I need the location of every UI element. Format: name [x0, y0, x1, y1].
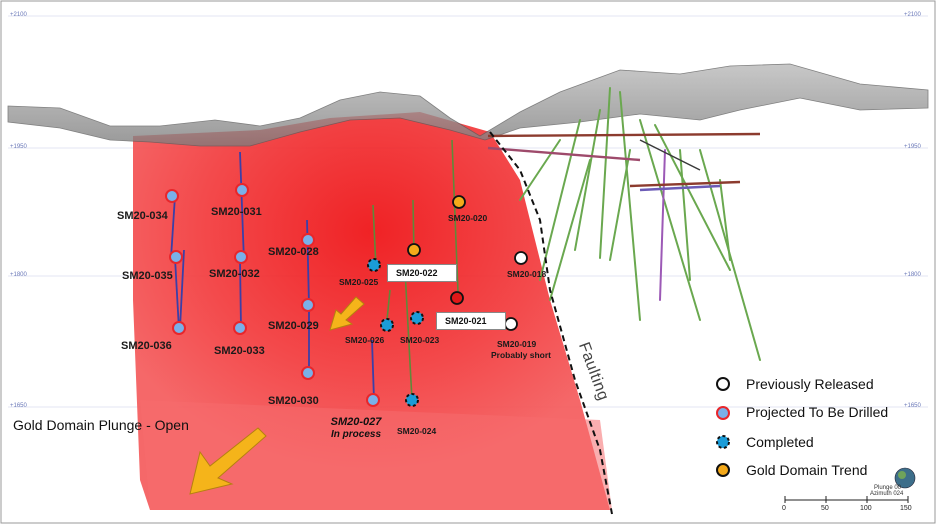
hole-label-sm20-032: SM20-032: [209, 268, 260, 280]
elevation-label: +1650: [10, 403, 27, 409]
marker-sm20-028: [301, 233, 315, 247]
hole-label-sm20-019: SM20-019: [497, 339, 537, 349]
legend-gold-marker: [716, 463, 730, 477]
hole-label-sm20-035: SM20-035: [122, 270, 173, 282]
hole-label-sm20-028: SM20-028: [268, 246, 319, 258]
horizontal-drillholes: [487, 132, 761, 192]
legend-markers: [716, 377, 730, 477]
marker-sm20-029: [301, 298, 315, 312]
in-process-note: In process: [330, 429, 382, 440]
elevation-label: +1800: [10, 272, 27, 278]
hole-label-sm20-026: SM20-026: [345, 335, 385, 345]
marker-sm20-031: [235, 183, 249, 197]
hole-label-sm20-025: SM20-025: [339, 277, 379, 287]
hole-label-sm20-020: SM20-020: [448, 213, 488, 223]
hole-label-sm20-036: SM20-036: [121, 340, 172, 352]
completed-markers: [367, 258, 424, 407]
elevation-label: +1950: [10, 144, 27, 150]
hole-label-sm20-029: SM20-029: [268, 320, 319, 332]
hole-label-sm20-018: SM20-018: [507, 269, 547, 279]
scale-label: 150: [900, 505, 912, 512]
projected-markers: [165, 183, 380, 407]
hole-label-sm20-034: SM20-034: [117, 210, 168, 222]
dark-fault-line: [639, 139, 701, 171]
hole-label-sm20-027: SM20-027: [330, 416, 382, 428]
plunge-arrow-large: [189, 427, 267, 495]
elevation-label: +1950: [904, 144, 921, 150]
marker-sm20-022: [407, 243, 421, 257]
marker-sm20-036: [172, 321, 186, 335]
marker-sm20-025: [367, 258, 381, 272]
hole-label-sm20-033: SM20-033: [214, 345, 265, 357]
marker-sm20-024: [405, 393, 419, 407]
elevation-label: +1650: [904, 403, 921, 409]
legend-projected-marker: [716, 406, 730, 420]
legend-gold-trend: Gold Domain Trend: [746, 462, 868, 478]
marker-sm20-027: [366, 393, 380, 407]
plunge-annotation: Gold Domain Plunge - Open: [13, 417, 189, 433]
hole-label-sm20-030: SM20-030: [268, 395, 319, 407]
marker-sm20-035: [169, 250, 183, 264]
hole-label-sm20-021: SM20-021: [436, 312, 506, 330]
fault-trace: [489, 131, 613, 515]
marker-sm20-020: [452, 195, 466, 209]
existing-drillholes: [519, 87, 761, 361]
hole-label-sm20-024: SM20-024: [397, 426, 437, 436]
elevation-label: +2100: [904, 12, 921, 18]
marker-sm20-021: [450, 291, 464, 305]
hole-label-sm20-031: SM20-031: [211, 206, 262, 218]
marker-sm20-030: [301, 366, 315, 380]
legend-completed: Completed: [746, 434, 814, 450]
elevation-label: +1800: [904, 272, 921, 278]
compass-plunge: Plunge 00: [874, 485, 902, 491]
marker-sm20-019: [504, 317, 518, 331]
legend-completed-marker: [716, 435, 730, 449]
marker-sm20-034: [165, 189, 179, 203]
direction-arrow-small: [329, 296, 365, 331]
gold-markers: [407, 195, 466, 257]
topography-surface: [7, 63, 929, 147]
legend-released: Previously Released: [746, 376, 874, 392]
elevation-label: +2100: [10, 12, 27, 18]
scale-label: 100: [860, 505, 872, 512]
marker-sm20-026: [380, 318, 394, 332]
scale-label: 50: [821, 505, 829, 512]
marker-sm20-033: [233, 321, 247, 335]
scale-label: 0: [782, 505, 786, 512]
probably-short-note: Probably short: [491, 350, 551, 360]
hole-label-sm20-022: SM20-022: [387, 264, 457, 282]
marker-sm20-018: [514, 251, 528, 265]
marker-sm20-032: [234, 250, 248, 264]
scale-bar: [784, 496, 909, 503]
hole-label-sm20-023: SM20-023: [400, 335, 440, 345]
legend-projected: Projected To Be Drilled: [746, 404, 889, 420]
legend-released-marker: [716, 377, 730, 391]
marker-sm20-023: [410, 311, 424, 325]
compass-azimuth: Azimuth 024: [870, 491, 904, 497]
